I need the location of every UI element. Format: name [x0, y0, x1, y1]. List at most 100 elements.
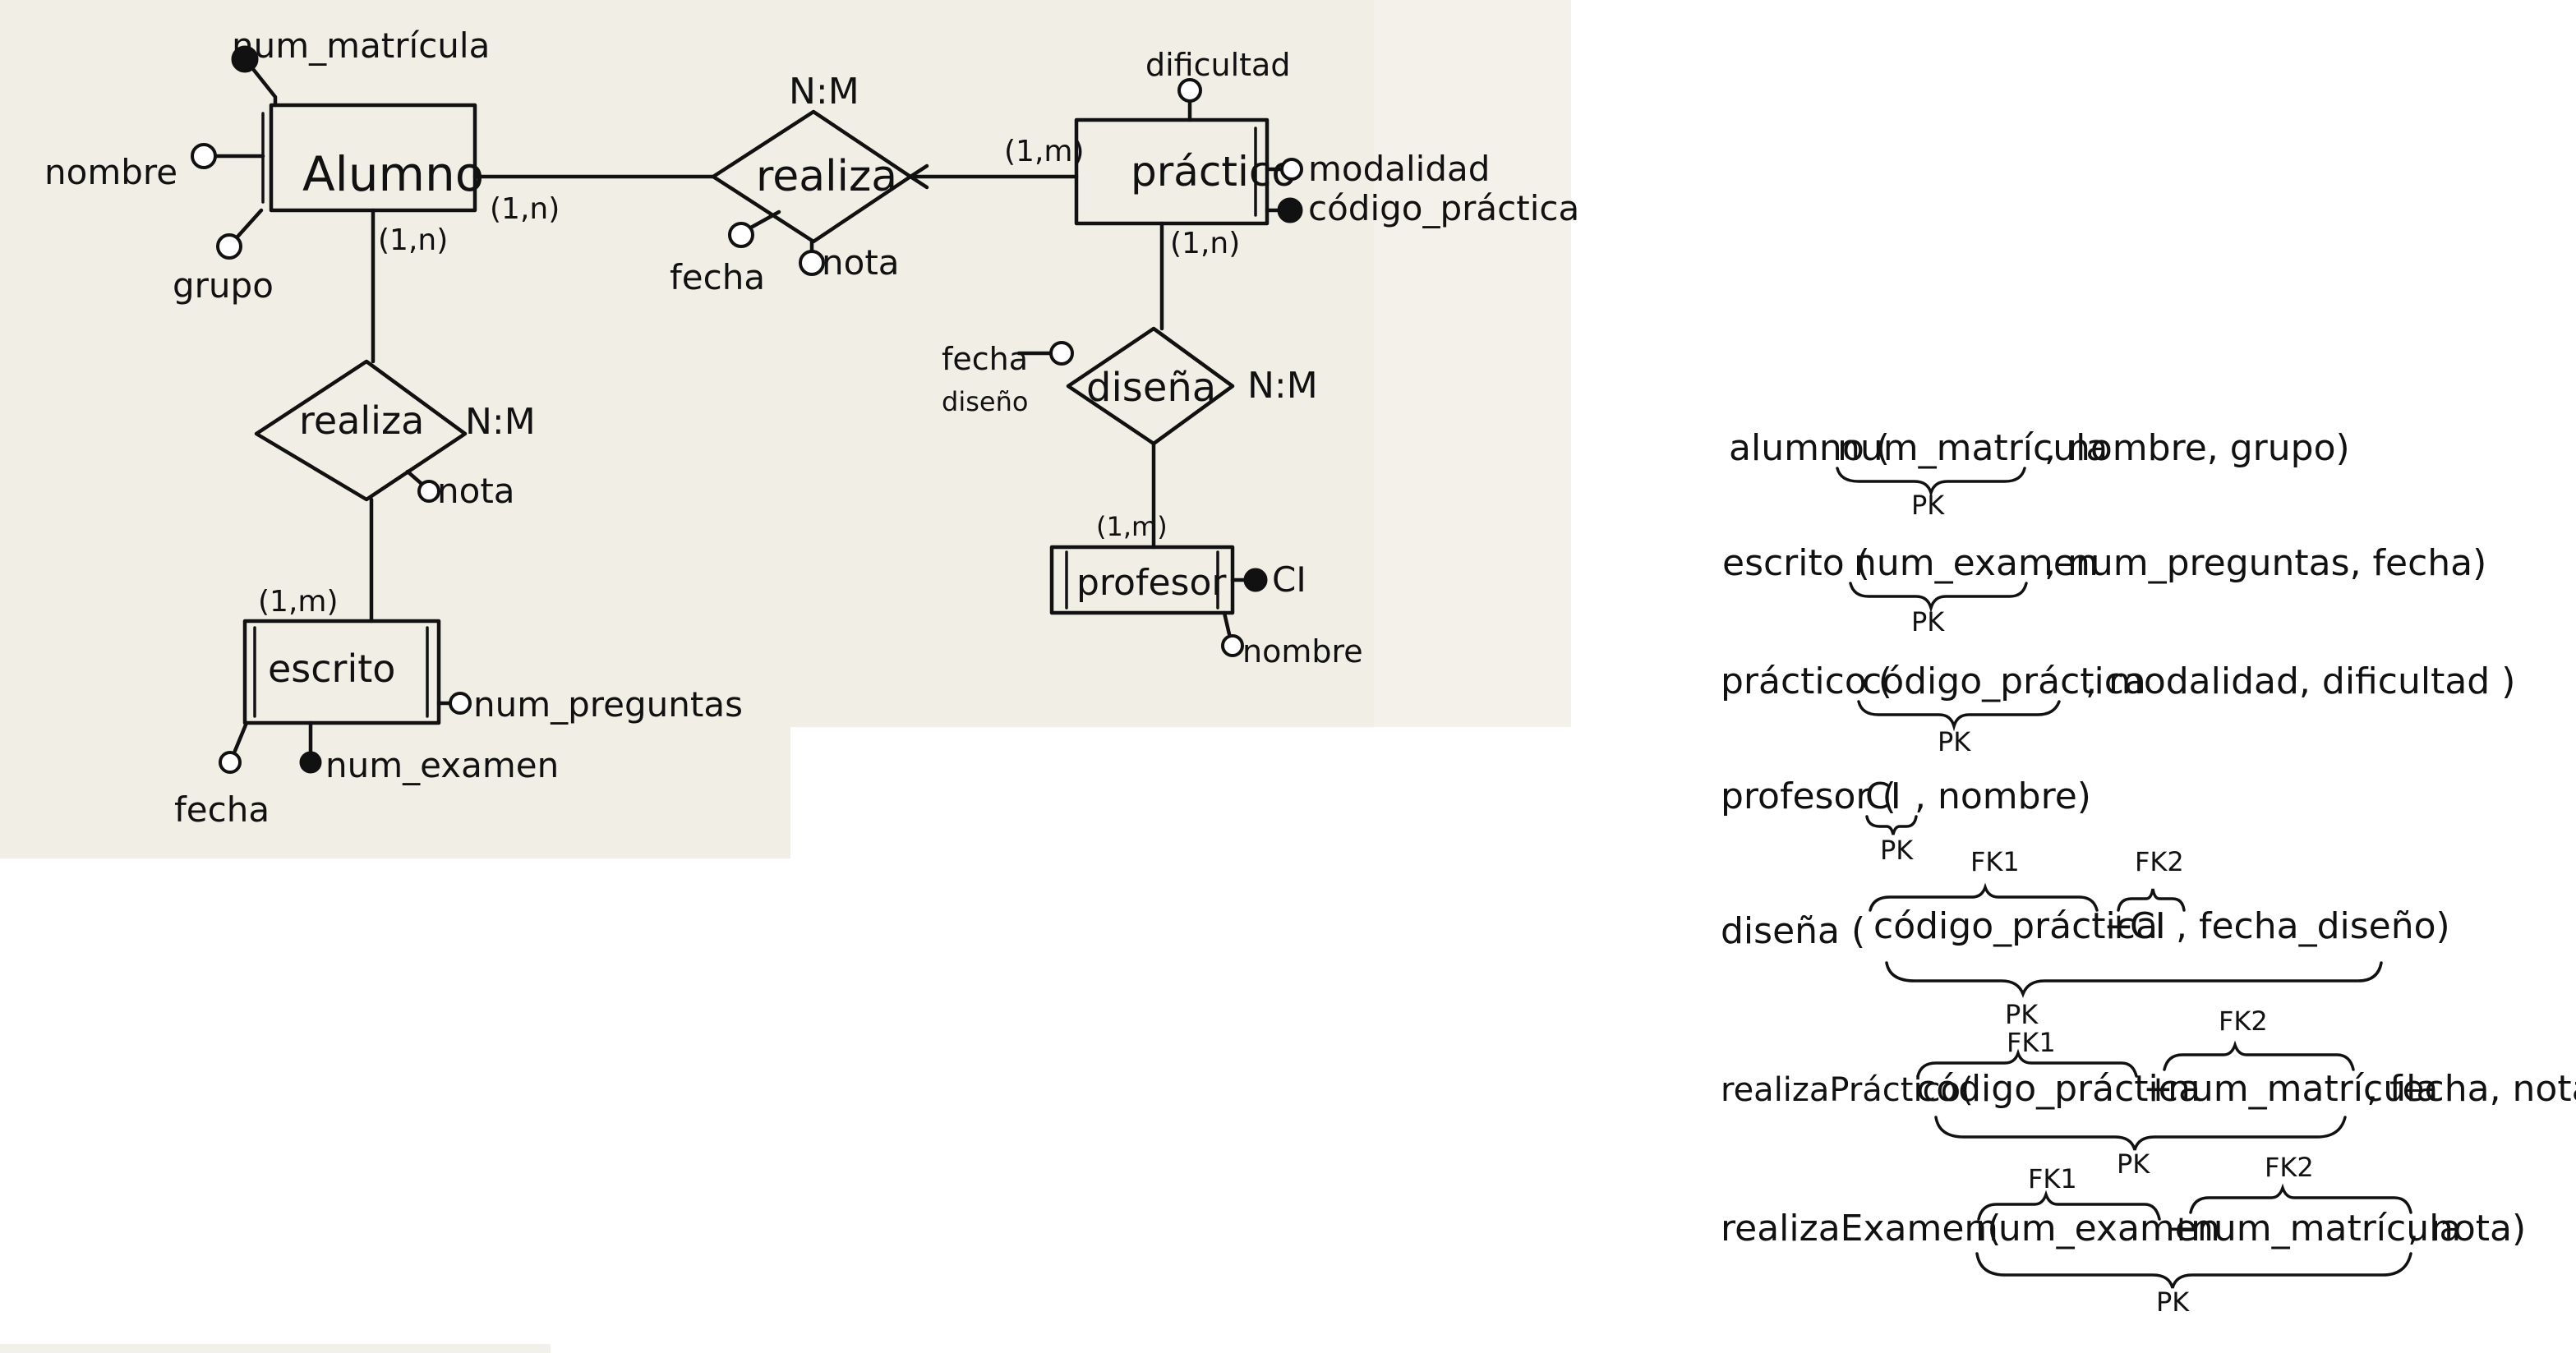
attr-num-examen-label: num_examen: [325, 745, 559, 785]
attr-dificultad-label: dificultad: [1145, 47, 1290, 83]
er-diagram: Alumno num_matrícula nombre grupo (1,n) …: [44, 25, 1579, 830]
attr-num-matricula[interactable]: num_matrícula: [231, 25, 490, 108]
schema-rp-pk: PK: [2117, 1148, 2150, 1180]
schema-rp-fk2: num_matrícula: [2168, 1068, 2438, 1110]
schema-row-escrito[interactable]: escrito ( num_examen , num_preguntas, fe…: [1722, 542, 2486, 637]
attr-nota-realiza[interactable]: nota: [799, 239, 900, 283]
whiteboard-panel-bottom-left: [0, 727, 790, 858]
schema-re-pk: PK: [2156, 1286, 2190, 1318]
attr-nota-left-label: nota: [437, 471, 515, 511]
schema-profesor-prefix: profesor (: [1721, 775, 1896, 817]
attr-fecha-escrito-label: fecha: [174, 789, 270, 830]
schema-escrito-key: num_examen: [1854, 542, 2099, 584]
attr-fecha-escrito[interactable]: fecha: [174, 720, 270, 830]
schema-disena-fk2-label: FK2: [2135, 846, 2184, 877]
brace-fk1-disena: [1869, 882, 2099, 912]
relation-realiza-left-label: realiza: [299, 398, 424, 443]
schema-disena-fk1-label: FK1: [1970, 846, 2020, 877]
schema-re-fk1: num_examen: [1975, 1208, 2220, 1249]
card-profesor-top: (1,m): [1096, 511, 1168, 542]
attr-codigo-practica[interactable]: código_práctica: [1265, 188, 1579, 228]
schema-practico-key: código_práctica: [1862, 660, 2146, 702]
attr-dificultad[interactable]: dificultad: [1145, 47, 1290, 122]
relation-realiza-top-label: realiza: [756, 152, 897, 201]
schema-disena-pk: PK: [2005, 999, 2039, 1030]
attr-fecha-realiza[interactable]: fecha: [670, 209, 781, 297]
brace-pk-alumno: [1836, 467, 2026, 499]
brace-pk-profesor: [1865, 815, 1918, 835]
schema-re-plus: +: [2166, 1208, 2196, 1249]
schema-disena-prefix: diseña (: [1721, 910, 1865, 952]
schema-row-profesor[interactable]: profesor ( CI , nombre) PK: [1721, 775, 2091, 866]
attr-nombre-alumno-label: nombre: [44, 152, 177, 192]
entity-alumno-label: Alumno: [302, 146, 484, 202]
entity-escrito[interactable]: escrito: [242, 619, 441, 725]
schema-alumno-rest: , nombre, grupo): [2044, 427, 2350, 469]
schema-alumno-key: num_matrícula: [1837, 427, 2108, 469]
schema-disena-plus: +: [2104, 905, 2134, 947]
schema-escrito-pk: PK: [1911, 606, 1945, 637]
schema-escrito-prefix: escrito (: [1722, 542, 1870, 584]
card-nm-left: N:M: [465, 401, 536, 443]
relation-realiza-left[interactable]: realiza: [254, 359, 468, 502]
attr-grupo[interactable]: grupo: [173, 208, 274, 306]
schema-alumno-pk: PK: [1911, 490, 1945, 521]
schema-practico-pk: PK: [1938, 726, 1971, 757]
line-practico-realiza: [908, 163, 1079, 190]
relation-disena[interactable]: diseña: [1066, 326, 1235, 446]
schema-rp-fk1-label: FK1: [2007, 1027, 2056, 1058]
attr-nombre-profesor[interactable]: nombre: [1221, 610, 1363, 670]
card-nm-top: N:M: [789, 71, 859, 113]
attr-ci[interactable]: CI: [1230, 559, 1306, 600]
schema-row-disena[interactable]: FK1 FK2 diseña ( código_práctica + CI , …: [1721, 846, 2450, 1030]
attr-modalidad-label: modalidad: [1308, 149, 1490, 189]
relation-disena-label: diseña: [1086, 365, 1216, 411]
brace-pk-disena: [1885, 961, 2383, 998]
schema-row-realiza-practico[interactable]: FK1 FK2 realizaPráctico( código_práctica…: [1721, 1006, 2576, 1180]
schema-rp-plus: +: [2143, 1068, 2173, 1110]
schema-rp-prefix: realizaPráctico(: [1721, 1071, 1974, 1109]
schema-escrito-rest: , num_preguntas, fecha): [2044, 542, 2486, 584]
schema-rp-rest: , fecha, nota): [2366, 1068, 2576, 1110]
attr-fecha-diseno-label-2: diseño: [942, 386, 1028, 417]
schema-re-fk1-label: FK1: [2028, 1163, 2077, 1194]
brace-fk2-realiza-practico: [2163, 1040, 2355, 1071]
brace-fk1-realiza-practico: [1916, 1048, 2138, 1078]
attr-fecha-diseno[interactable]: fecha diseño: [942, 341, 1074, 417]
schema-disena-fk1: código_práctica: [1873, 905, 2158, 947]
whiteboard-strip-bottom: [0, 1344, 551, 1353]
card-practico-left: (1,m): [1004, 135, 1085, 168]
attr-nombre-alumno[interactable]: nombre: [44, 143, 265, 192]
schema-row-realiza-examen[interactable]: FK1 FK2 realizaExamen( num_examen + num_…: [1721, 1152, 2526, 1318]
entity-escrito-label: escrito: [268, 647, 395, 691]
schema-rp-fk1: código_práctica: [1916, 1068, 2200, 1110]
card-alumno-right: (1,n): [490, 192, 560, 226]
attr-nota-realiza-label: nota: [822, 242, 900, 283]
schema-re-fk2-label: FK2: [2265, 1152, 2314, 1183]
schema-row-alumno[interactable]: alumno ( num_matrícula , nombre, grupo) …: [1729, 427, 2350, 521]
attr-nombre-profesor-label: nombre: [1242, 633, 1363, 670]
schema-practico-prefix: práctico (: [1721, 660, 1892, 702]
schema-profesor-key: CI: [1865, 775, 1901, 817]
attr-fecha-realiza-label: fecha: [670, 257, 765, 297]
attr-modalidad[interactable]: modalidad: [1265, 149, 1490, 189]
card-practico-bottom: (1,n): [1170, 227, 1240, 260]
card-alumno-bottom: (1,n): [378, 223, 448, 257]
attr-num-preguntas-label: num_preguntas: [473, 684, 743, 725]
brace-pk-escrito: [1849, 582, 2028, 614]
attr-fecha-diseno-label: fecha: [942, 341, 1028, 377]
card-nm-disena: N:M: [1247, 365, 1318, 407]
attr-nota-left[interactable]: nota: [405, 469, 515, 511]
attr-num-preguntas[interactable]: num_preguntas: [436, 684, 743, 725]
schema-row-practico[interactable]: práctico ( código_práctica , modalidad, …: [1721, 660, 2515, 757]
schema-re-fk2: num_matrícula: [2191, 1208, 2461, 1249]
brace-fk1-realiza-examen: [1977, 1190, 2161, 1221]
whiteboard-panel-right: [1590, 0, 2576, 1353]
attr-num-examen[interactable]: num_examen: [299, 720, 559, 785]
schema-disena-fk2: CI: [2130, 905, 2166, 947]
schema-profesor-pk: PK: [1880, 835, 1914, 866]
relational-schema: alumno ( num_matrícula , nombre, grupo) …: [1721, 427, 2576, 1318]
entity-practico[interactable]: práctico: [1074, 117, 1297, 226]
card-escrito-top: (1,m): [258, 585, 339, 619]
